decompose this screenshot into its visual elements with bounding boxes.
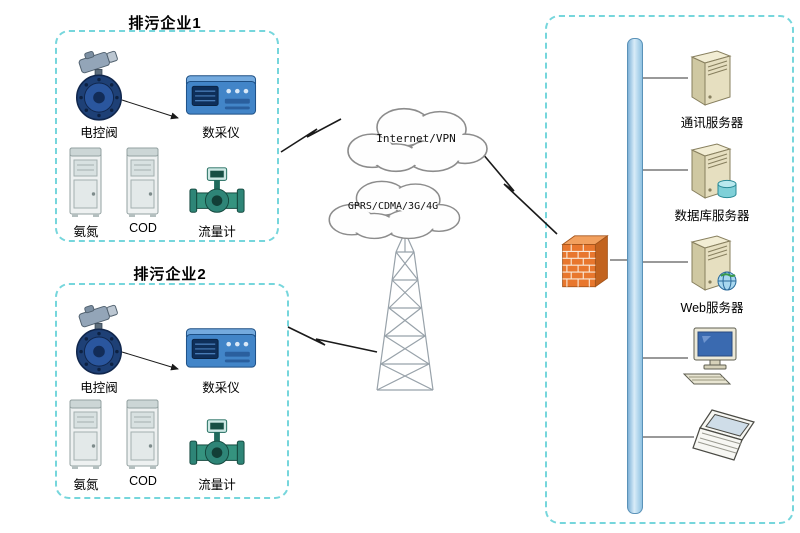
- lightning-bolt-datacenter-icon: [476, 146, 558, 235]
- lightning-bolt-enterprise1-icon: [280, 118, 342, 153]
- enterprise1-title: 排污企业1: [128, 15, 202, 32]
- cod-analyzer-icon: [122, 398, 164, 470]
- valve-to-collector-arrow-1: [121, 99, 179, 120]
- comm-server-label: 通讯服务器: [680, 116, 744, 130]
- enterprise1-box: [55, 30, 279, 242]
- data-collector-label: 数采仪: [202, 381, 240, 395]
- flowmeter-icon: [188, 165, 246, 217]
- ammonia-label: 氨氮: [73, 478, 99, 492]
- cloud-gprs: GPRS/CDMA/3G/4G: [318, 168, 468, 250]
- signal-tower-icon: [376, 230, 434, 391]
- lightning-bolt-enterprise2-icon: [287, 326, 378, 353]
- cod-label: COD: [129, 221, 157, 235]
- valve-icon: [68, 300, 130, 376]
- database-server-icon: [686, 138, 738, 202]
- ammonia-label: 氨氮: [73, 225, 99, 239]
- firewall-icon: [560, 228, 610, 292]
- valve-label: 电控阀: [80, 126, 118, 140]
- database-server-label: 数据库服务器: [674, 209, 750, 223]
- flowmeter-icon: [188, 417, 246, 469]
- cloud-gprs-label: GPRS/CDMA/3G/4G: [347, 201, 439, 212]
- web-server-label: Web服务器: [680, 301, 744, 315]
- data-collector-icon: [184, 323, 258, 371]
- valve-label: 电控阀: [80, 381, 118, 395]
- data-collector-icon: [184, 70, 258, 118]
- enterprise2-title: 排污企业2: [133, 266, 207, 283]
- flowmeter-label: 流量计: [198, 225, 236, 239]
- bus-connector-lines: [610, 77, 694, 438]
- network-bus: [627, 38, 643, 514]
- ammonia-analyzer-icon: [66, 398, 106, 470]
- flowmeter-label: 流量计: [198, 478, 236, 492]
- web-server-icon: [686, 230, 738, 294]
- comm-server-icon: [686, 45, 738, 109]
- valve-icon: [68, 46, 130, 122]
- desktop-computer-icon: [682, 326, 746, 390]
- laptop-icon: [692, 408, 758, 466]
- enterprise2-box: [55, 283, 289, 499]
- ammonia-analyzer-icon: [66, 146, 106, 218]
- cod-analyzer-icon: [122, 146, 164, 218]
- data-collector-label: 数采仪: [202, 126, 240, 140]
- valve-to-collector-arrow-2: [121, 351, 179, 371]
- datacenter-box: [545, 15, 794, 524]
- cod-label: COD: [129, 474, 157, 488]
- cloud-internet: Internet/VPN: [336, 94, 496, 184]
- cloud-internet-label: Internet/VPN: [376, 132, 456, 145]
